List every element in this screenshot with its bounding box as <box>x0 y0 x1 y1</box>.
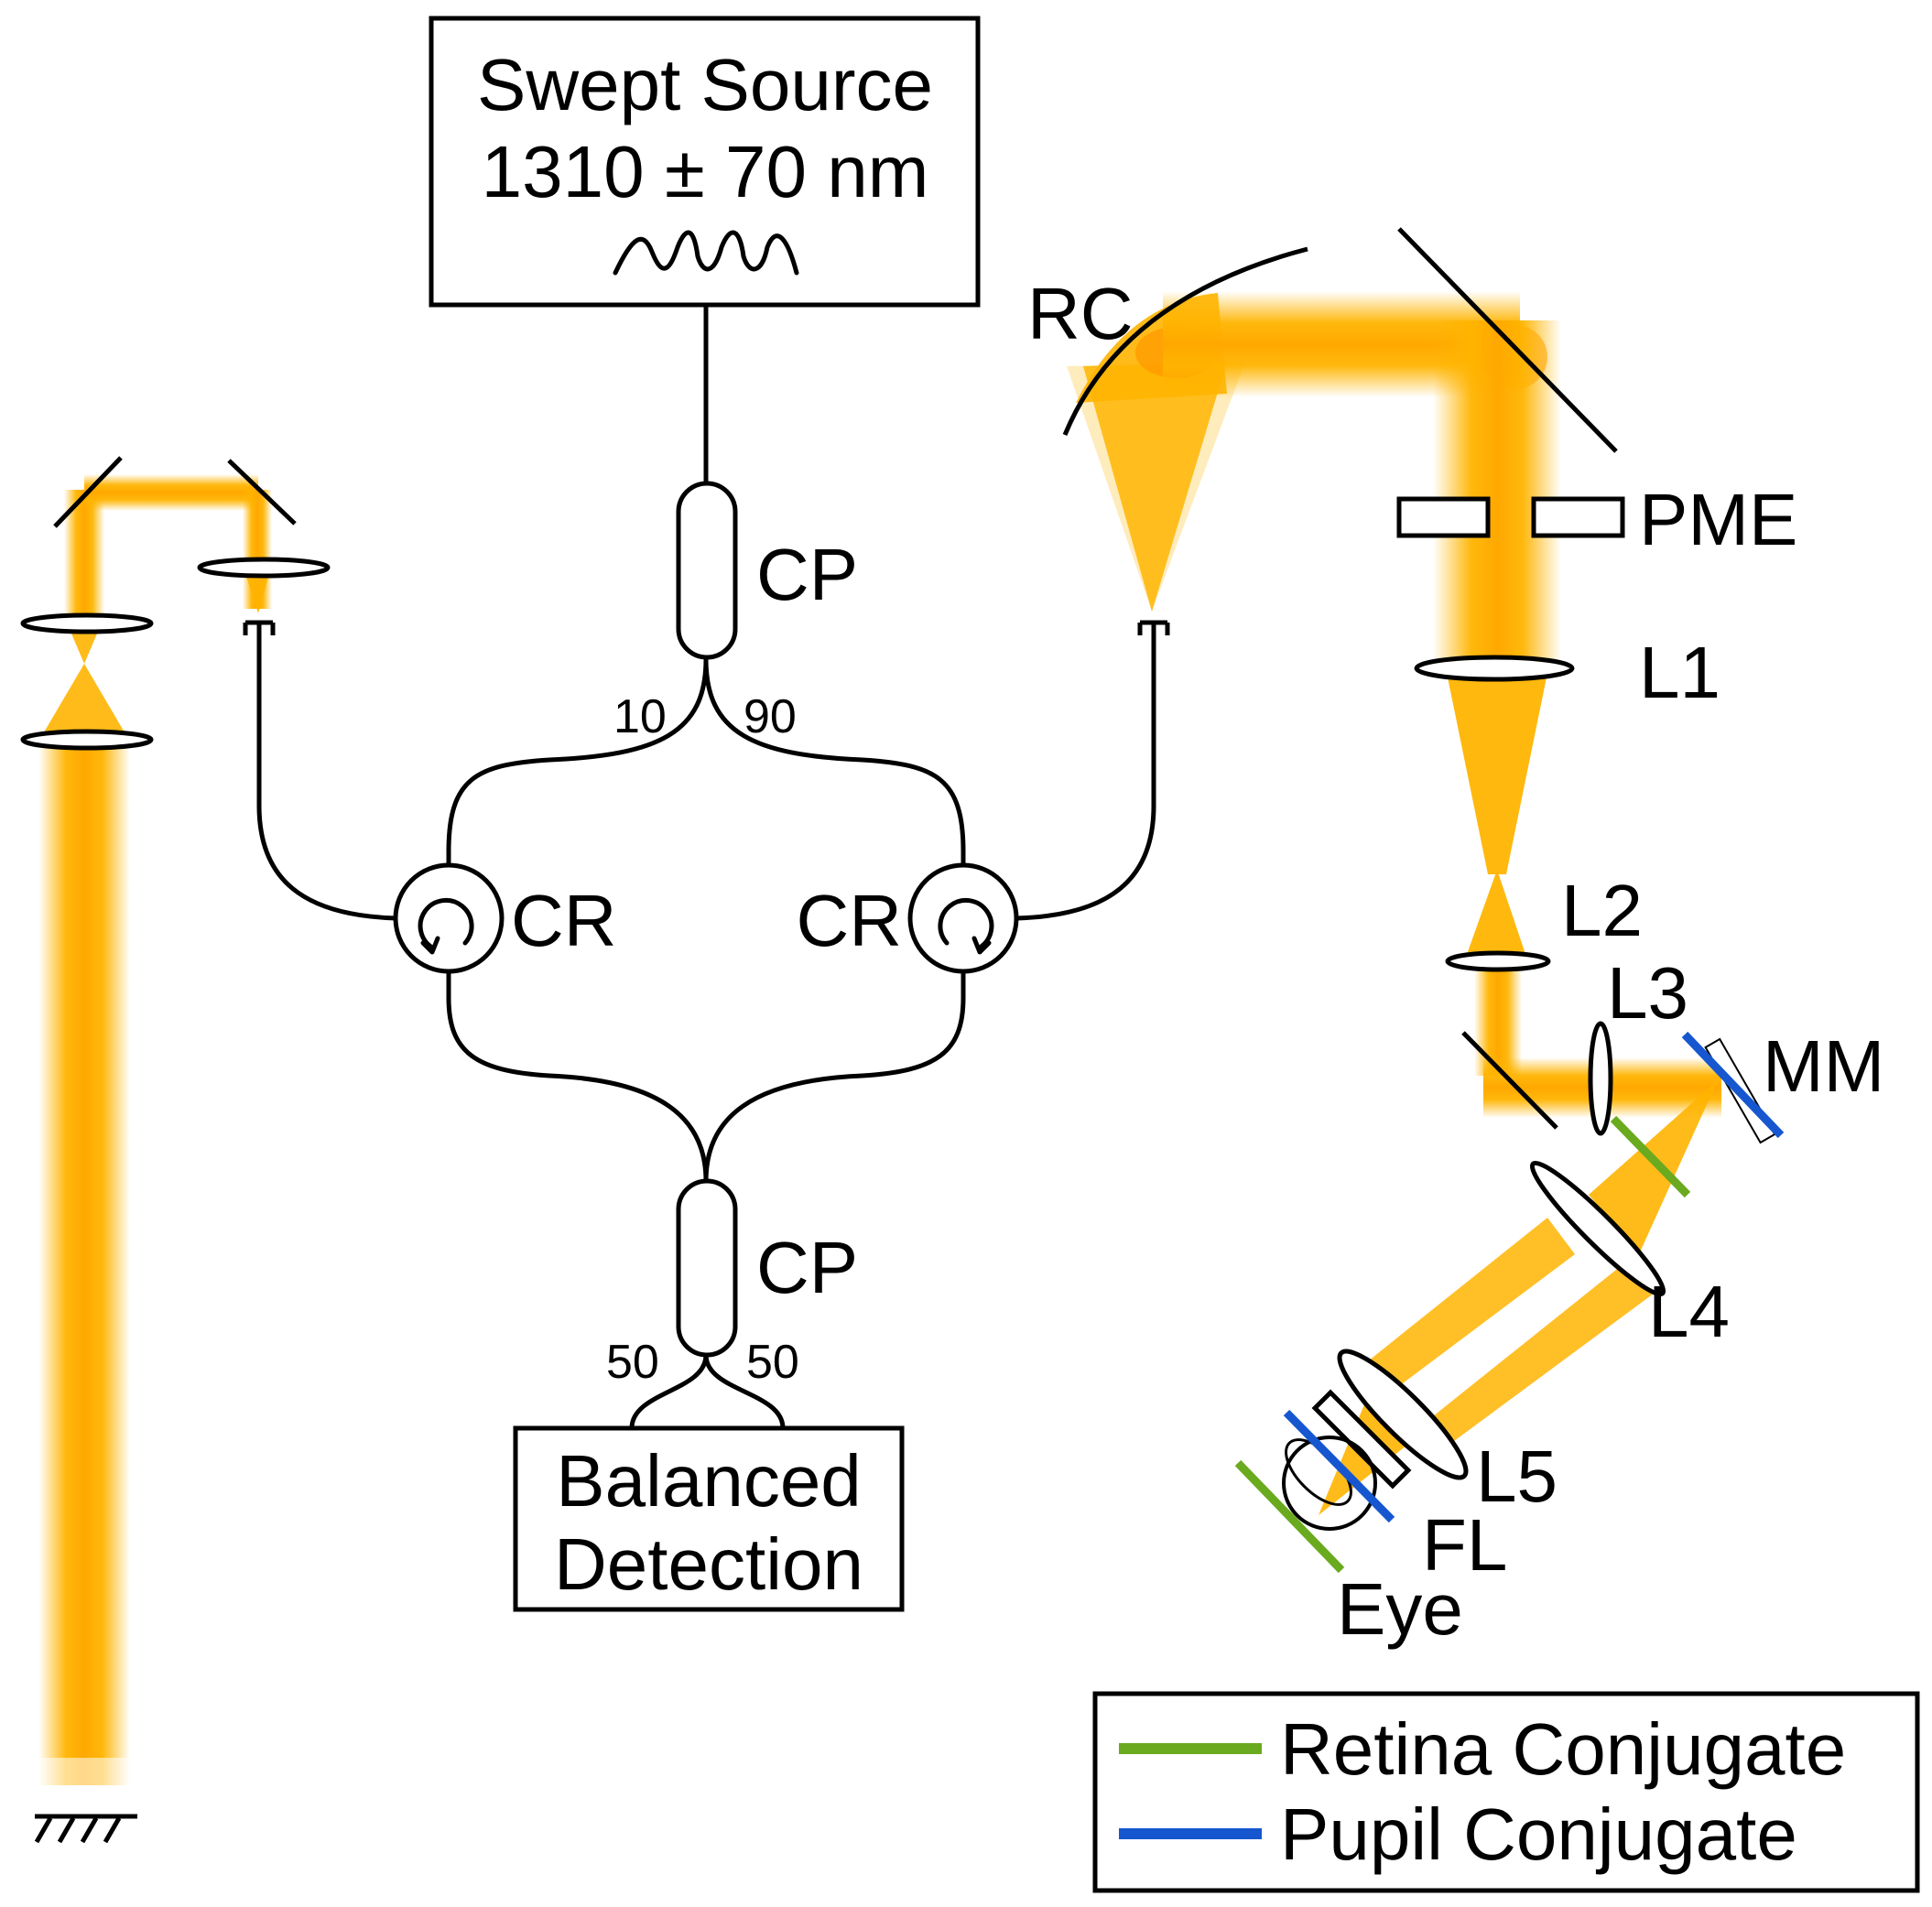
sample-arm-optics <box>1062 227 1785 1574</box>
swept-source-box <box>429 16 981 308</box>
top-coupler <box>676 481 738 660</box>
detection-line-1: Balanced <box>556 1440 862 1522</box>
reference-arm <box>20 456 331 1844</box>
lens-l5 <box>1337 1349 1469 1480</box>
left-circulator <box>393 862 505 974</box>
fiber-left-cr-to-reference <box>256 620 399 921</box>
rc-curved-mirror <box>1062 246 1308 436</box>
lens-l2 <box>1445 950 1551 972</box>
label-l3: L3 <box>1607 952 1688 1034</box>
eye-icon <box>1282 1436 1377 1531</box>
circulator-arrow-icon <box>938 897 994 950</box>
bottom-coupler <box>676 1178 738 1358</box>
legend-label-pupil: Pupil Conjugate <box>1280 1793 1797 1875</box>
l2-diverging-cone <box>1465 870 1527 959</box>
label-fl: FL <box>1422 1504 1507 1586</box>
reference-fold-mirror-right <box>227 459 297 526</box>
swept-source-spec: 1310 ± 70 nm <box>482 131 929 212</box>
reference-collimator-lens <box>197 557 331 579</box>
bottom-coupler-ratio-left: 50 <box>606 1336 659 1389</box>
fiber-right-cr-to-bottom-cp <box>703 963 966 1184</box>
sample-collimator-cone <box>1083 362 1227 612</box>
l2-beam <box>1474 957 1522 1076</box>
label-eye: Eye <box>1337 1568 1463 1650</box>
eye-pupil-conjugate-line <box>1283 1409 1395 1523</box>
top-coupler-label: CP <box>756 534 858 615</box>
l1-converging-cone <box>1447 673 1547 874</box>
mm-to-l4-cone <box>1589 1080 1718 1254</box>
sample-collimator-cone-glow <box>1067 362 1245 612</box>
fiber-10-to-left-cr <box>446 656 709 882</box>
label-l4: L4 <box>1648 1271 1730 1352</box>
l4-to-l5-beam-lower <box>1424 1259 1657 1447</box>
label-pme: PME <box>1639 479 1797 560</box>
lens-l1 <box>1414 655 1575 682</box>
reference-lens-1 <box>20 612 154 634</box>
lens-l4 <box>1529 1160 1666 1297</box>
bottom-coupler-label: CP <box>756 1227 858 1308</box>
fiber-90-to-right-cr <box>703 656 966 882</box>
mm-pupil-conjugate-line <box>1681 1031 1785 1139</box>
circulator-arrow-icon <box>418 897 474 950</box>
detection-line-2: Detection <box>554 1523 863 1605</box>
reference-collimator-cone <box>244 568 271 613</box>
bottom-coupler-ratio-right: 50 <box>746 1336 799 1389</box>
reference-focus-cone-bottom <box>41 664 127 737</box>
focusing-lens-fl <box>1311 1389 1412 1490</box>
top-coupler-ratio-right: 90 <box>743 690 797 743</box>
eye-retina-conjugate-line <box>1234 1459 1345 1574</box>
mm-retina-conjugate-line <box>1610 1115 1691 1198</box>
top-coupler-ratio-left: 10 <box>613 690 667 743</box>
label-mm: MM <box>1763 1025 1884 1107</box>
reference-mirror-ground-icon <box>34 1814 137 1844</box>
fiber-right-cr-to-sample <box>1014 620 1156 921</box>
label-l1: L1 <box>1639 632 1720 713</box>
reference-beam-horizontal <box>84 474 258 511</box>
legend: Retina Conjugate Pupil Conjugate <box>1092 1691 1920 1893</box>
sample-fold-mirror <box>1397 227 1618 453</box>
sample-beam-vertical <box>1433 320 1561 668</box>
swept-source-title: Swept Source <box>477 44 933 125</box>
balanced-detection-box <box>513 1425 905 1612</box>
label-rc: RC <box>1027 273 1134 354</box>
legend-label-retina: Retina Conjugate <box>1280 1708 1846 1790</box>
reference-beam-fade <box>38 1758 130 1794</box>
label-l5: L5 <box>1476 1436 1558 1517</box>
reference-fold-mirror-left <box>53 456 123 528</box>
l4-to-l5-beam-upper <box>1364 1218 1575 1392</box>
pme-block-left <box>1396 496 1491 538</box>
sample-arm-beams <box>1067 291 1721 1515</box>
fiber-bottom-cp-to-detector-left <box>629 1352 709 1431</box>
sweep-waveform-icon <box>613 230 799 276</box>
fiber-bottom-cp-to-detector-right <box>703 1352 786 1431</box>
fiber-left-cr-to-bottom-cp <box>446 963 709 1184</box>
legend-box <box>1092 1691 1920 1893</box>
right-circulator-label: CR <box>796 880 902 961</box>
reference-lens-2 <box>20 729 154 751</box>
right-circulator <box>907 862 1019 974</box>
fiber-network <box>243 302 1170 1431</box>
reference-beam-lower <box>38 732 130 1785</box>
label-l2: L2 <box>1561 870 1643 951</box>
left-circulator-label: CR <box>511 880 617 961</box>
l3-fold-mirror <box>1461 1031 1558 1130</box>
lens-l3 <box>1588 1021 1613 1136</box>
pme-block-right <box>1531 496 1625 538</box>
